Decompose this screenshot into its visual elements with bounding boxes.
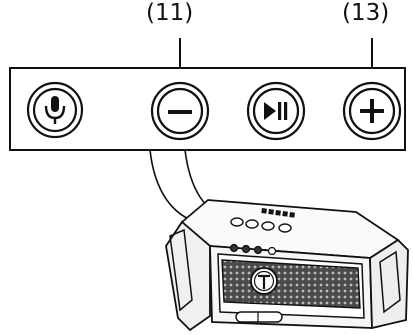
plus-icon (360, 99, 384, 123)
speaker-illustration (165, 199, 409, 332)
play-pause-icon (264, 102, 288, 120)
speaker-center-logo (250, 267, 278, 295)
callout-label-13: (13) (342, 0, 390, 26)
microphone-icon (44, 96, 66, 124)
volume-up-button[interactable] (342, 81, 402, 141)
voice-assistant-button[interactable] (26, 81, 84, 139)
play-pause-button[interactable] (246, 81, 306, 141)
callout-label-11: (11) (146, 0, 194, 26)
speaker-grille (221, 259, 361, 309)
speaker-top-buttons (230, 217, 292, 233)
speaker-front-buttons (229, 243, 277, 256)
speaker-brand-logo (261, 208, 295, 218)
control-panel (9, 67, 406, 151)
volume-down-button[interactable] (150, 81, 210, 141)
